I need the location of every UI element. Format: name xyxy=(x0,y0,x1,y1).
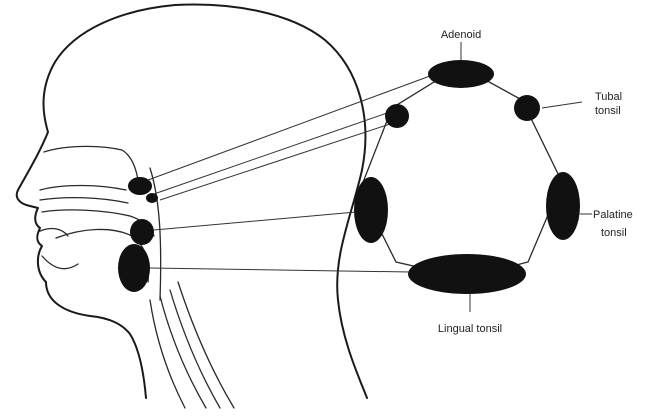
label-palatine-line1: Palatine xyxy=(593,209,633,221)
label-adenoid: Adenoid xyxy=(441,29,481,41)
projection-line-lingual xyxy=(150,268,410,272)
trachea-line-2 xyxy=(160,296,206,408)
label-palatine-line2: tonsil xyxy=(601,227,627,239)
head-tubal-tonsil xyxy=(146,193,158,203)
label-tubal-line1: Tubal xyxy=(595,91,622,103)
projection-line-tubal xyxy=(160,124,390,200)
head-lingual-tonsil xyxy=(118,244,150,292)
projection-line-adenoid-a xyxy=(148,76,430,180)
ring-lingual-tonsil xyxy=(408,254,526,294)
ring-tubal-tonsil-right xyxy=(514,95,540,121)
nasal-turbinate-upper xyxy=(40,186,126,191)
leader-tubal xyxy=(542,102,582,108)
lower-lip xyxy=(42,256,78,269)
head-outline xyxy=(17,4,367,398)
ring-palatine-tonsil-right xyxy=(546,172,580,240)
projection-lines xyxy=(148,76,430,272)
ring-palatine-tonsil-left xyxy=(354,177,388,243)
head-tonsils xyxy=(118,177,158,292)
head-profile xyxy=(17,4,367,408)
esophagus-line-2 xyxy=(178,282,234,408)
nasal-turbinate-middle xyxy=(40,198,128,203)
ring-tubal-tonsil-left xyxy=(385,104,409,128)
ring-adenoid xyxy=(428,60,494,88)
nasal-cavity-roof xyxy=(44,146,138,180)
head-palatine-tonsil xyxy=(130,219,154,245)
tonsil-ring xyxy=(354,60,580,294)
projection-line-palatine xyxy=(154,212,356,230)
label-tubal-line2: tonsil xyxy=(595,105,621,117)
projection-line-adenoid-b xyxy=(154,112,390,194)
label-lingual: Lingual tonsil xyxy=(438,323,502,335)
